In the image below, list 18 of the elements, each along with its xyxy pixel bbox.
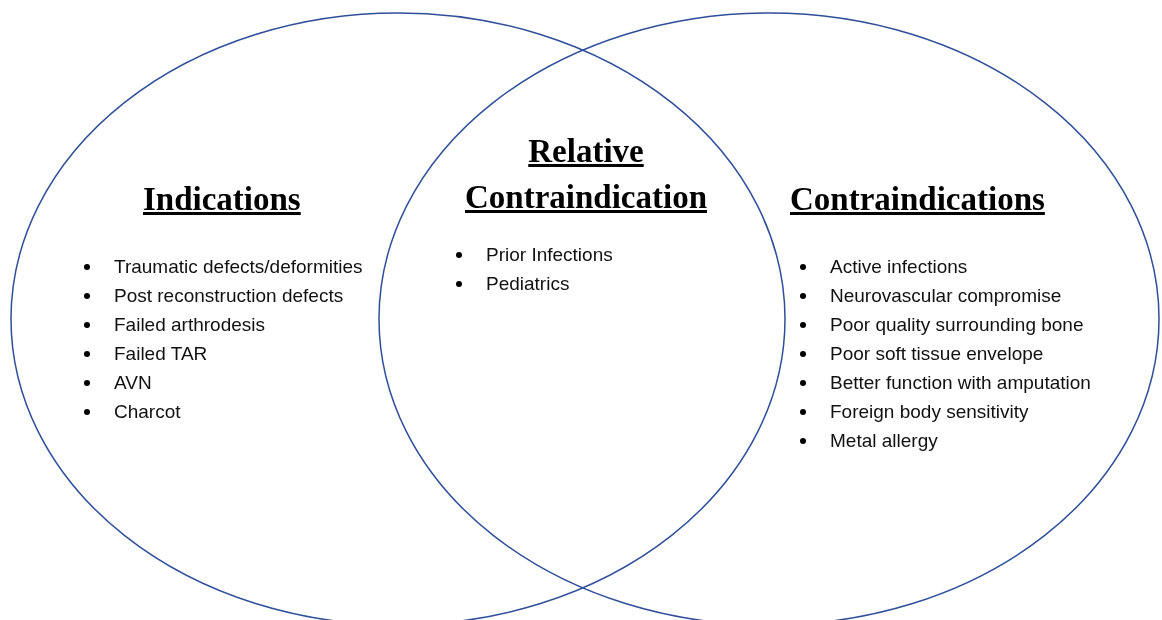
list-item: Failed TAR: [114, 342, 209, 366]
list-item: Metal allergy: [830, 429, 938, 453]
list-item: Traumatic defects/deformities: [114, 255, 364, 279]
list-item: Failed arthrodesis: [114, 313, 267, 337]
list-item: Active infections: [830, 255, 968, 279]
list-item: Prior Infections: [486, 243, 613, 267]
list-item: Better function with amputation: [830, 371, 1091, 395]
section-heading: Indications: [143, 180, 301, 218]
section-heading: Relative Contraindication: [464, 132, 708, 217]
list-item: Poor soft tissue envelope: [830, 342, 1044, 366]
list-item: Pediatrics: [486, 272, 570, 296]
list-item: Neurovascular compromise: [830, 284, 1062, 308]
list-item: Poor quality surrounding bone: [830, 313, 1084, 337]
section-heading: Contraindications: [790, 180, 1045, 218]
list-item: Foreign body sensitivity: [830, 400, 1029, 424]
list-item: Post reconstruction defects: [114, 284, 345, 308]
list-item: Charcot: [114, 400, 182, 424]
list-item: AVN: [114, 371, 153, 395]
